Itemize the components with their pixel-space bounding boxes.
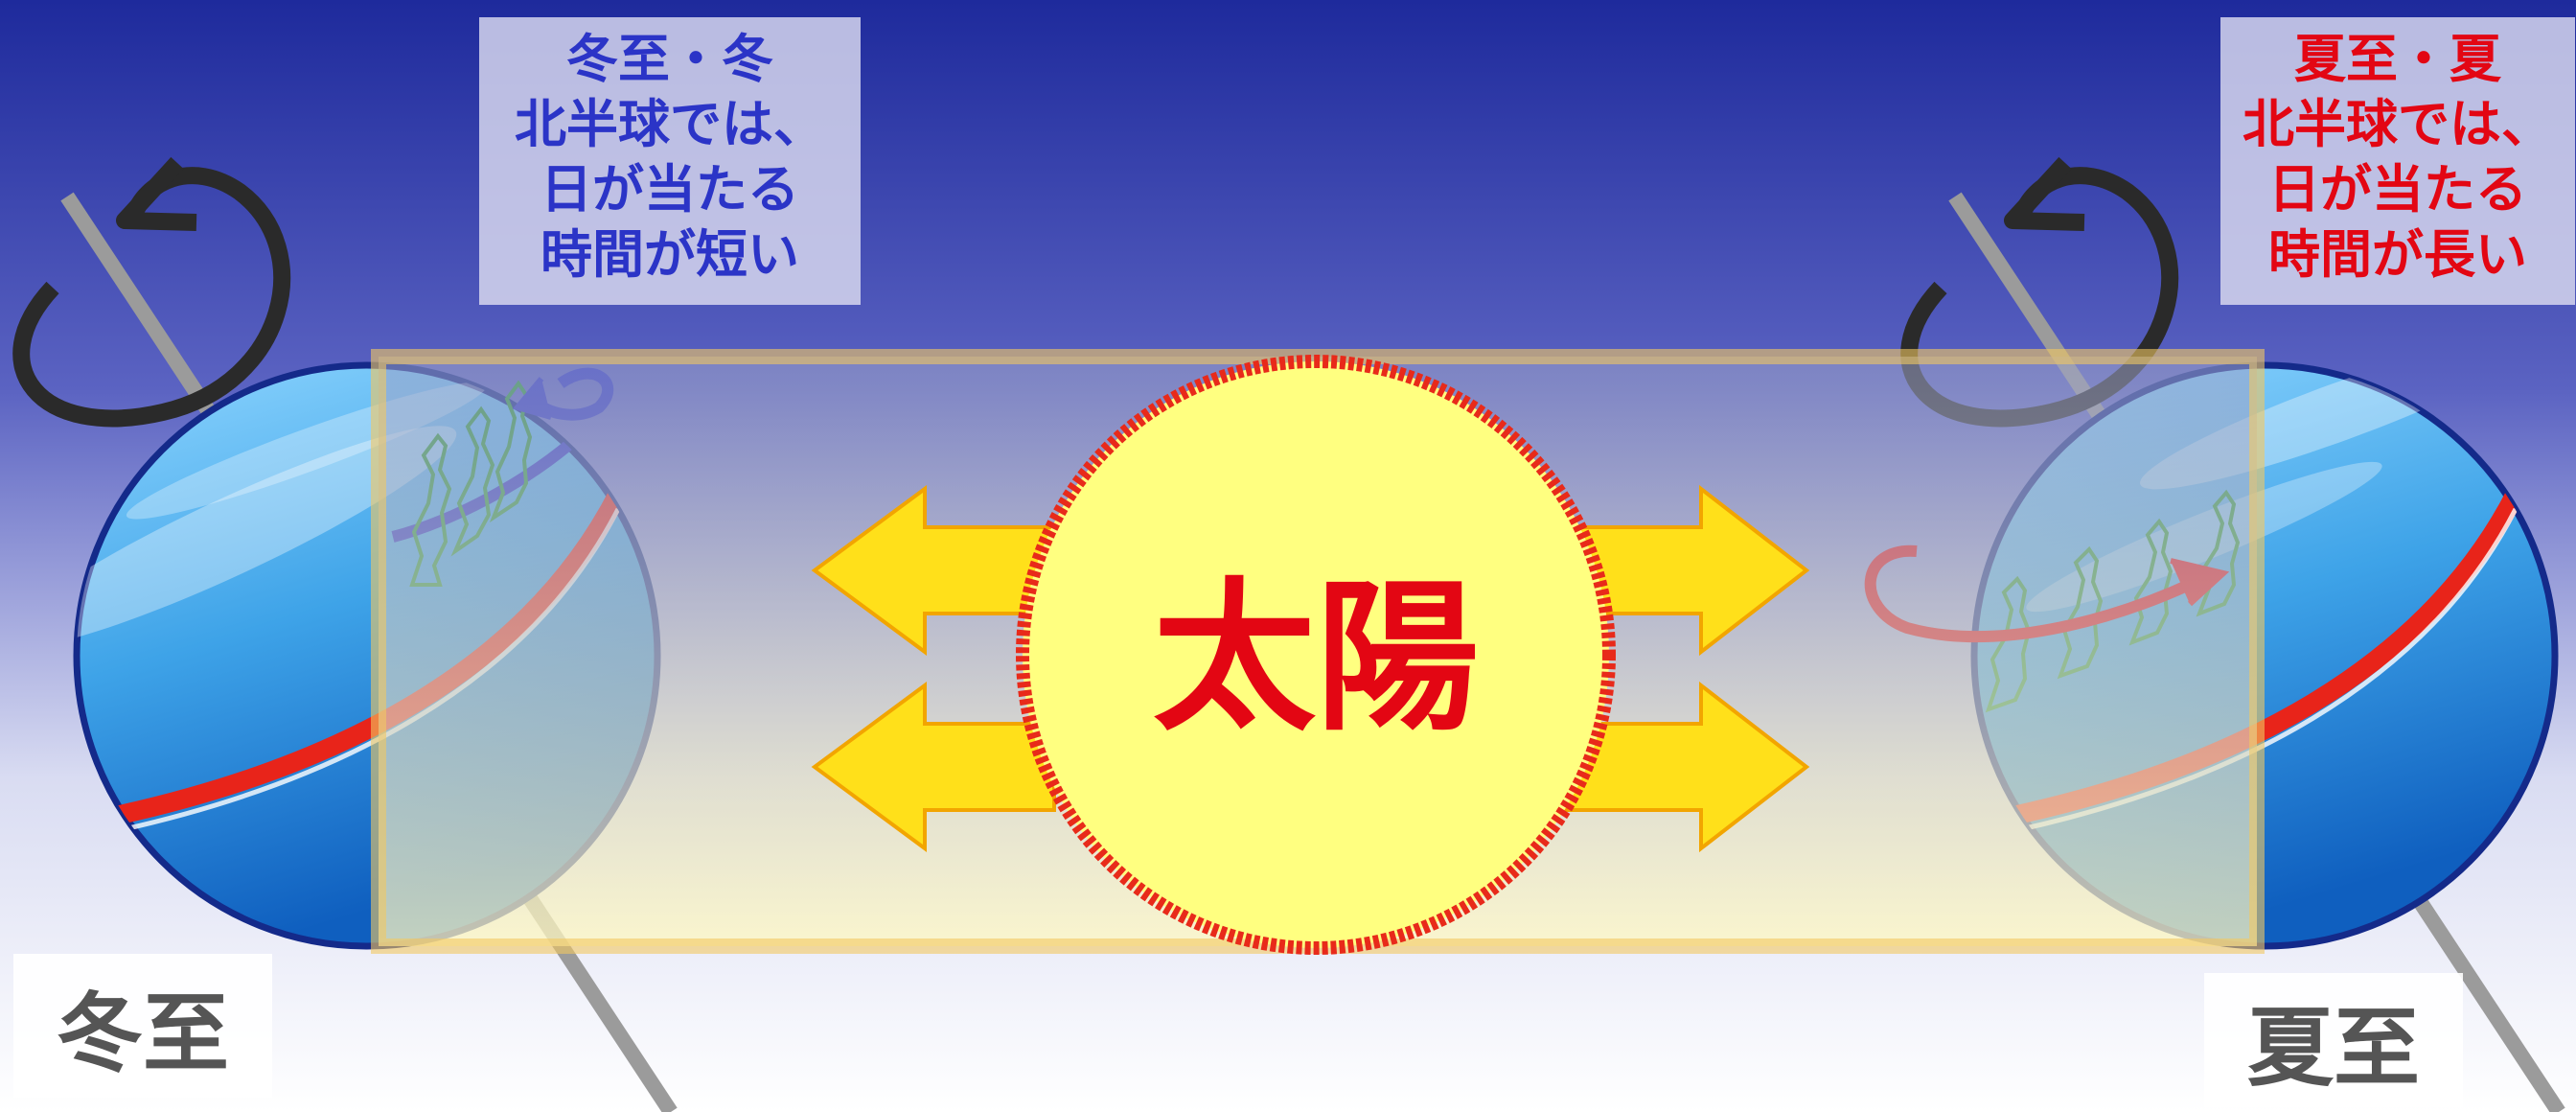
sun-label: 太陽 [1153, 564, 1479, 753]
winter-info-box: 冬至・冬 北半球では、 日が当たる 時間が短い [479, 17, 861, 305]
summer-rotation-arrowhead [2004, 156, 2085, 231]
summer-line-3: 日が当たる [2268, 159, 2527, 220]
summer-info-box: 夏至・夏 北半球では、 日が当たる 時間が長い [2220, 17, 2575, 305]
summer-line-1: 夏至・夏 [2294, 29, 2501, 89]
winter-line-4: 時間が短い [540, 224, 799, 285]
arrow-left-lower [811, 682, 1056, 852]
winter-line-3: 日が当たる [540, 159, 799, 220]
winter-rotation-arrowhead [116, 156, 197, 231]
summer-tag: 夏至 [2204, 973, 2463, 1107]
summer-line-4: 時間が長い [2268, 224, 2527, 285]
winter-rotation-arrow [12, 167, 291, 428]
winter-line-2: 北半球では、 [515, 94, 825, 154]
winter-tag: 冬至 [13, 954, 272, 1098]
summer-line-2: 北半球では、 [2242, 94, 2553, 154]
winter-line-1: 冬至・冬 [566, 29, 773, 89]
sun [1016, 355, 1616, 955]
